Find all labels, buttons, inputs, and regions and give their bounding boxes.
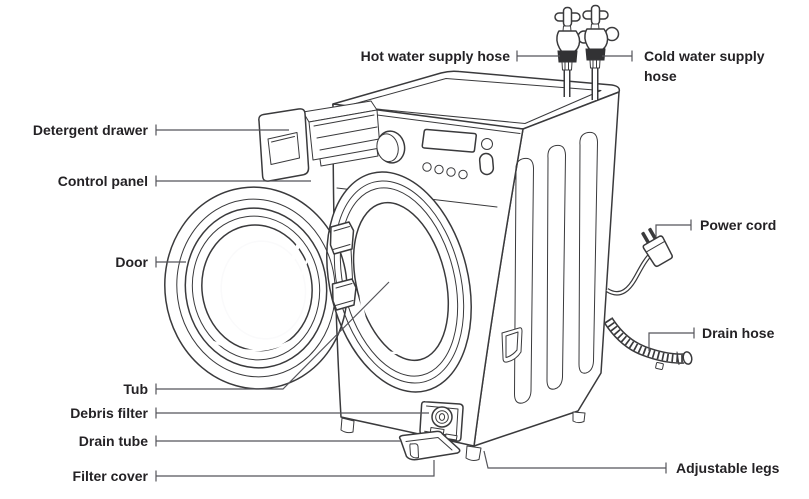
door-hinges bbox=[329, 221, 357, 311]
label-hot-water-supply-hose: Hot water supply hose bbox=[360, 48, 510, 64]
control-panel-illustration bbox=[376, 128, 495, 180]
label-tub: Tub bbox=[123, 381, 148, 397]
detergent-drawer-illustration bbox=[258, 100, 381, 182]
label-cold-water-supply-hose: Cold water supply hose bbox=[644, 48, 765, 84]
label-drain-hose: Drain hose bbox=[702, 325, 775, 341]
door-illustration bbox=[164, 186, 348, 390]
machine-legs bbox=[340, 411, 586, 461]
filter-assembly bbox=[398, 400, 464, 461]
label-power-cord: Power cord bbox=[700, 217, 777, 233]
label-drain-tube: Drain tube bbox=[78, 433, 148, 449]
label-adjustable-legs: Adjustable legs bbox=[676, 460, 780, 476]
label-door: Door bbox=[115, 254, 148, 270]
label-detergent-drawer: Detergent drawer bbox=[32, 122, 148, 138]
label-debris-filter: Debris filter bbox=[70, 405, 148, 421]
label-control-panel: Control panel bbox=[57, 173, 148, 189]
power-cord-illustration bbox=[605, 227, 673, 296]
leader-lines bbox=[155, 50, 695, 482]
drain-hose-illustration bbox=[603, 317, 693, 370]
water-taps bbox=[554, 4, 620, 100]
label-filter-cover: Filter cover bbox=[72, 468, 148, 484]
